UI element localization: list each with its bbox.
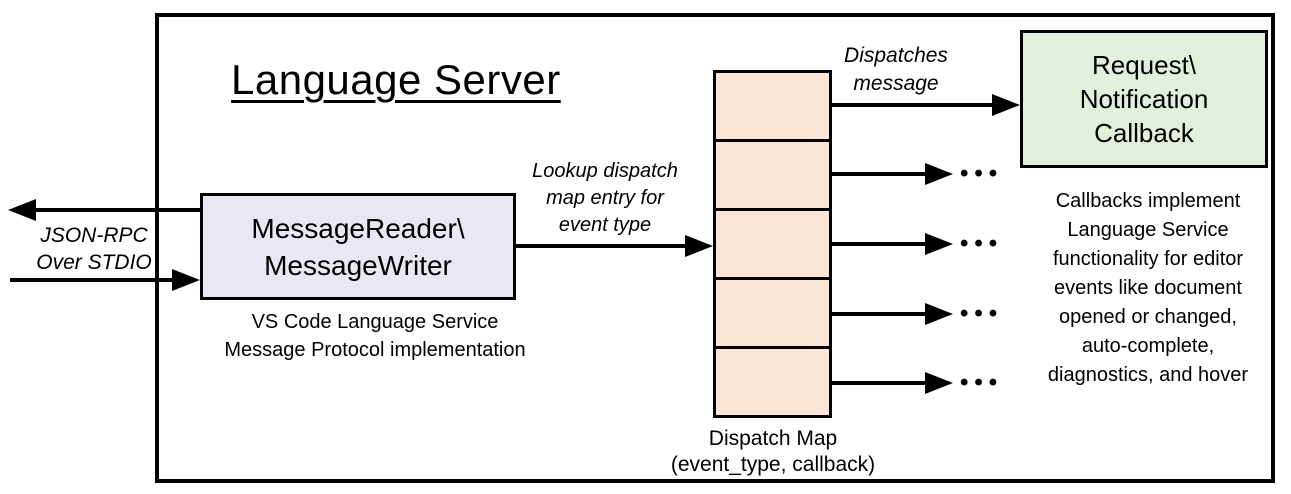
callbacks-note-line: events like document bbox=[1054, 277, 1242, 299]
callbacks-note-line: Callbacks implement bbox=[1055, 190, 1241, 212]
dispatch-caption-line1: Dispatch Map bbox=[708, 427, 838, 450]
callback-box-line3: Callback bbox=[1094, 118, 1194, 148]
dispatch-map-cell bbox=[713, 139, 832, 211]
lookup-dispatch-label: Lookup dispatch map entry for event type bbox=[500, 158, 710, 239]
dispatches-label-line2: message bbox=[853, 72, 939, 95]
jsonrpc-stdio-label: JSON-RPC Over STDIO bbox=[18, 222, 170, 276]
callbacks-note-line: opened or changed, bbox=[1059, 306, 1237, 328]
jsonrpc-label-line1: JSON-RPC bbox=[40, 224, 148, 247]
lookup-label-line1: Lookup dispatch bbox=[532, 160, 678, 182]
diagram-title: Language Server bbox=[231, 56, 561, 103]
more-callbacks-ellipsis: ••• bbox=[960, 230, 1004, 257]
message-reader-writer-box: MessageReader\ MessageWriter bbox=[200, 193, 516, 300]
more-callbacks-ellipsis: ••• bbox=[960, 369, 1004, 396]
callback-box-line1: Request\ bbox=[1091, 50, 1197, 80]
request-notification-callback-box: Request\ Notification Callback bbox=[1020, 30, 1268, 168]
reader-box-line1: MessageReader\ bbox=[251, 212, 465, 244]
callbacks-description: Callbacks implement Language Service fun… bbox=[1028, 187, 1268, 390]
reader-box-caption: VS Code Language Service Message Protoco… bbox=[185, 308, 565, 364]
dispatch-map-cell bbox=[713, 277, 832, 349]
reader-caption-line2: Message Protocol implementation bbox=[224, 339, 526, 361]
callback-box-line2: Notification bbox=[1079, 84, 1209, 114]
callbacks-note-line: functionality for editor bbox=[1052, 248, 1244, 270]
dispatches-label-line1: Dispatches bbox=[844, 44, 948, 67]
dispatch-map bbox=[713, 70, 832, 418]
dispatch-map-caption: Dispatch Map (event_type, callback) bbox=[618, 426, 928, 478]
dispatches-message-label: Dispatches message bbox=[810, 42, 982, 98]
callbacks-note-line: auto-complete, bbox=[1081, 335, 1215, 357]
reader-caption-line1: VS Code Language Service bbox=[251, 311, 499, 333]
callbacks-note-line: Language Service bbox=[1067, 219, 1229, 241]
dispatch-map-cell bbox=[713, 346, 832, 418]
language-server-boundary bbox=[155, 13, 1275, 483]
more-callbacks-ellipsis: ••• bbox=[960, 300, 1004, 327]
callbacks-note-line: diagnostics, and hover bbox=[1047, 364, 1249, 386]
dispatch-caption-line2: (event_type, callback) bbox=[670, 453, 876, 476]
dispatch-map-cell bbox=[713, 208, 832, 280]
lookup-label-line2: map entry for bbox=[546, 187, 664, 209]
jsonrpc-label-line2: Over STDIO bbox=[36, 251, 152, 274]
reader-box-line2: MessageWriter bbox=[264, 249, 452, 281]
more-callbacks-ellipsis: ••• bbox=[960, 160, 1004, 187]
lookup-label-line3: event type bbox=[558, 214, 652, 236]
